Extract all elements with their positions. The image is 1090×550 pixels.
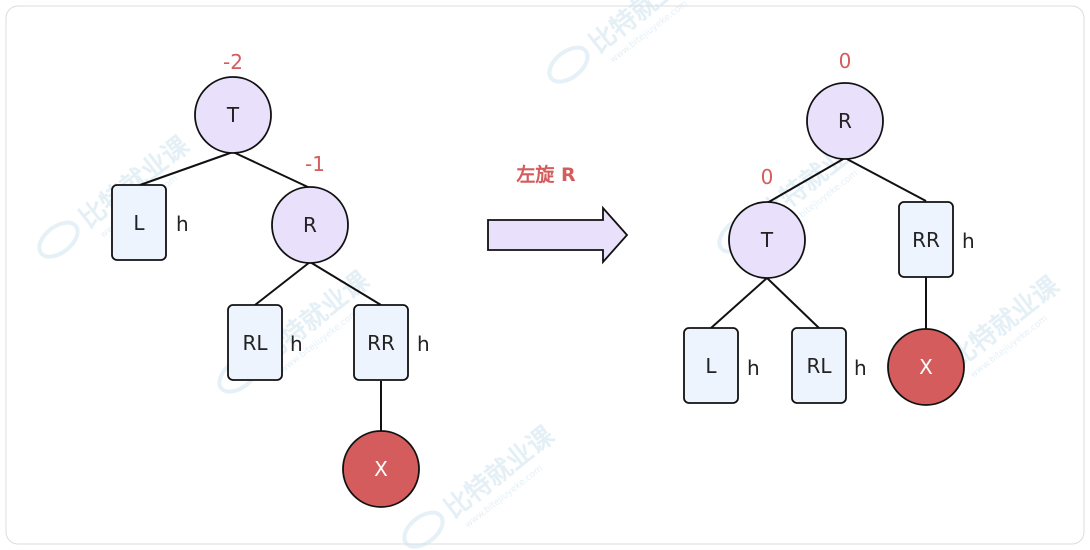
node-T [728, 201, 806, 279]
node-RL [791, 327, 847, 404]
height-RL: h [290, 332, 303, 356]
edge-T-R [232, 151, 311, 189]
node-RL-label: RL [806, 354, 832, 378]
node-RR [898, 201, 954, 278]
node-T-label: T [760, 228, 774, 252]
node-RR-label: RR [367, 331, 395, 355]
height-RR: h [417, 332, 430, 356]
node-R [806, 82, 884, 160]
node-RR [353, 304, 409, 381]
height-L: h [176, 212, 189, 236]
balance-factor-T: 0 [761, 165, 774, 189]
edge-R-T [766, 157, 846, 204]
edge-T-RL [766, 277, 820, 329]
height-RL: h [854, 356, 867, 380]
edge-R-RR [309, 261, 382, 306]
rotation-arrow: 左旋 R [487, 163, 629, 265]
node-R [271, 186, 349, 264]
node-R-label: R [838, 109, 852, 133]
node-T [194, 76, 272, 154]
operation-label: 左旋 R [516, 163, 576, 186]
node-X [887, 328, 965, 406]
edge-T-L [710, 277, 768, 329]
node-L-label: L [133, 211, 145, 235]
tree-after: 0 R 0 T RR h L h RL h X [683, 49, 975, 406]
node-RL-label: RL [242, 331, 268, 355]
node-L-label: L [705, 354, 717, 378]
node-L [111, 184, 167, 261]
node-T-label: T [226, 103, 240, 127]
node-L [683, 327, 739, 404]
height-RR: h [962, 229, 975, 253]
edge-R-RL [254, 261, 311, 306]
node-X [342, 430, 420, 508]
balance-factor-R: 0 [839, 49, 852, 73]
node-RR-label: RR [912, 228, 940, 252]
edge-T-L [139, 151, 234, 186]
height-L: h [747, 356, 760, 380]
arrow-right-icon [487, 205, 629, 265]
node-X-label: X [374, 457, 388, 481]
tree-before: -2 T L h -1 R RL h RR h X [111, 50, 430, 508]
node-R-label: R [303, 213, 317, 237]
balance-factor-R: -1 [305, 152, 325, 176]
edge-R-RR [844, 157, 927, 202]
balance-factor-T: -2 [223, 50, 243, 74]
node-X-label: X [919, 355, 933, 379]
node-RL [227, 304, 283, 381]
